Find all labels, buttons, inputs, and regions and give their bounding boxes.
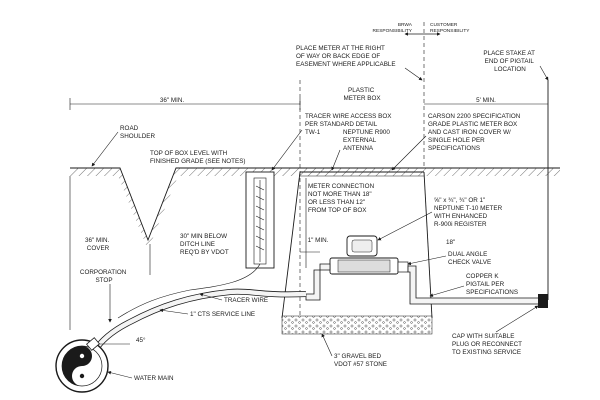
dim-5-min-label: 5' MIN.: [476, 97, 496, 104]
angle-45-label: 45°: [136, 336, 146, 344]
copper-pigtail-label: COPPER K PIGTAIL PER SPECIFICATIONS: [466, 273, 518, 296]
ground-surface: [70, 167, 560, 250]
place-meter-label: PLACE METER AT THE RIGHT OF WAY OR BACK …: [296, 45, 396, 68]
tracer-access-box: [245, 171, 275, 269]
end-cap: [538, 294, 548, 308]
carson-label: CARSON 2200 SPECIFICATION GRADE PLASTIC …: [428, 113, 522, 152]
dim-18-label: 18": [446, 239, 455, 246]
top-of-box-label: TOP OF BOX LEVEL WITH FINISHED GRADE (SE…: [150, 150, 246, 165]
dim-36-min-top: [69, 98, 548, 110]
neptune-r900-label: NEPTUNE R900 EXTERNAL ANTENNA: [343, 129, 392, 152]
cts-service-line-label: 1" CTS SERVICE LINE: [190, 311, 255, 318]
water-meter: [329, 235, 409, 275]
dim-36-min-top-label: 36" MIN.: [160, 97, 185, 104]
ditch-line-label: 30" MIN BELOW DITCH LINE REQ'D BY VDOT: [180, 233, 229, 256]
water-main-label: WATER MAIN: [134, 375, 174, 382]
tracer-access-box-label: TRACER WIRE ACCESS BOX PER STANDARD DETA…: [305, 113, 393, 136]
responsibility-divider: [404, 22, 441, 168]
place-stake-label: PLACE STAKE AT END OF PIGTAIL LOCATION: [483, 50, 536, 73]
dim-1-min-label: 1" MIN.: [308, 237, 329, 244]
road-shoulder-label: ROAD SHOULDER: [120, 125, 155, 140]
cap-label: CAP WITH SUITABLE PLUG OR RECONNECT TO E…: [452, 333, 524, 356]
neptune-t10-label: ⅝" x ¾", ¾" OR 1" NEPTUNE T-10 METER WIT…: [434, 197, 504, 228]
plastic-meter-box-label: PLASTIC METER BOX: [343, 87, 381, 102]
meter-connection-label: METER CONNECTION NOT MORE THAN 18" OR LE…: [308, 183, 376, 214]
dual-angle-label: DUAL ANGLE CHECK VALVE: [448, 251, 491, 266]
corporation-stop-label: CORPORATION STOP: [80, 269, 128, 284]
gravel-bed-label: 3" GRAVEL BED VDOT #57 STONE: [334, 353, 387, 368]
tracer-wire-label: TRACER WIRE: [224, 297, 268, 304]
dim-36-min-cover-label: 36" MIN. COVER: [85, 237, 111, 252]
corporation-stop: [86, 337, 100, 351]
water-main: [55, 337, 109, 393]
service-piping: [91, 263, 548, 354]
check-valve: [397, 261, 409, 273]
gravel-bed: [281, 315, 433, 335]
